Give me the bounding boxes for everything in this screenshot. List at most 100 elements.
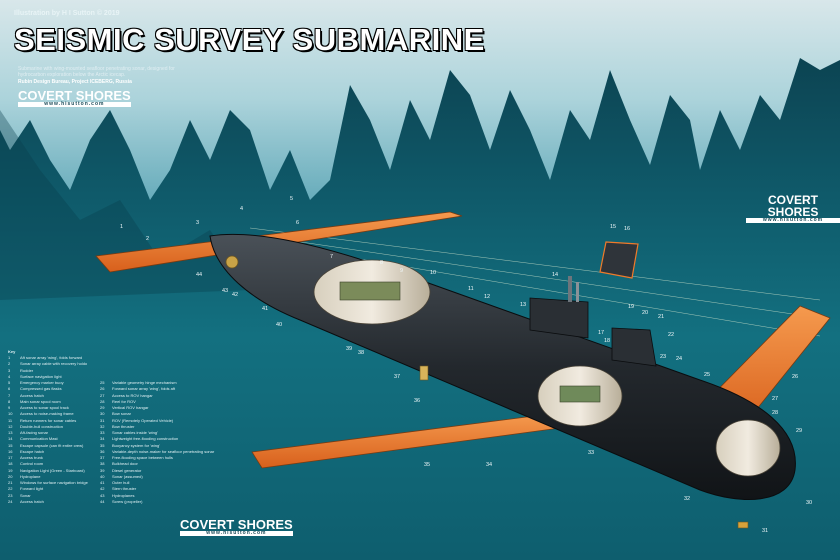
logo-name: COVERT SHORES [767,193,819,219]
callout-number: 19 [628,304,634,310]
callout-number: 2 [146,236,149,242]
callout-number: 41 [262,306,268,312]
callout-number: 8 [380,260,383,266]
key-number: 43 [100,492,105,498]
key-number: 3 [8,367,11,373]
key-text: Lightweight free-flooding construction [112,436,179,442]
key-text: Main sonar spool room [20,398,61,404]
key-number: 23 [8,492,13,498]
callout-number: 29 [796,428,802,434]
callout-number: 42 [232,292,238,298]
callout-number: 14 [552,272,558,278]
callout-number: 23 [660,354,666,360]
callout-number: 12 [484,294,490,300]
key-number: 7 [8,392,11,398]
callout-number: 5 [290,196,293,202]
callout-number: 35 [424,462,430,468]
logo-url: www.hisutton.com [746,218,840,223]
key-text: Vertical ROV hangar [112,405,149,410]
key-number: 33 [100,430,105,435]
callout-number: 10 [430,270,436,276]
key-text: Aft-facing sonar [20,430,49,435]
key-number: 31 [100,417,105,423]
key-text: Hydroplane [20,473,41,479]
key-text: Compressed gas flasks [20,386,62,392]
page-title: SEISMIC SURVEY SUBMARINE [14,22,485,57]
key-item: 25 Variable geometry hinge mechanism [100,380,214,386]
key-number: 27 [100,392,105,398]
key-text: Aft sonar array 'wing', folds forward [20,355,83,360]
key-text: Variable geometry hinge mechanism [112,380,177,385]
key-number: 8 [8,398,11,404]
callout-number: 17 [598,330,604,336]
key-number: 38 [100,461,105,467]
key-number: 32 [100,423,105,429]
key-number: 14 [8,436,13,442]
key-number: 44 [100,498,105,504]
key-number: 6 [8,386,11,392]
key-item: 13 Aft-facing sonar [8,430,88,436]
key-item: 8 Main sonar spool room [8,399,88,405]
logo-url: www.hisutton.com [18,102,131,107]
logo-url: www.hisutton.com [180,531,293,536]
callout-number: 39 [346,346,352,352]
key-text: Rudder [20,367,34,373]
key-text: Control room [20,461,44,467]
periscope-mast [576,282,579,302]
callout-number: 26 [792,374,798,380]
noise-maker [419,365,429,381]
key-heading: Key [8,349,16,354]
callout-number: 34 [486,462,492,468]
key-text: Hydroplanes [112,492,135,498]
key-text: Reel for ROV [112,398,136,404]
key-number: 26 [100,386,105,392]
covert-shores-logo-top: COVERT SHORES www.hisutton.com [18,89,131,107]
key-text: Access to noise-making frame [20,411,74,417]
callout-number: 44 [196,272,202,278]
key-text: Communication Mast [20,436,58,442]
key-text: Access to ROV hangar [112,392,153,398]
key-text: Bow sonar [112,411,131,417]
key-text: Access hatch [20,498,44,504]
key-number: 13 [8,430,13,435]
key-item: 6 Compressed gas flasks [8,386,88,392]
key-text: Escape capsule (can fit entire crew) [20,442,84,448]
key-number: 11 [8,417,13,423]
key-item: 27 Access to ROV hangar [100,393,214,399]
forward-sonar-wing [251,413,561,469]
callout-number: 7 [330,254,333,260]
callout-number: 9 [400,268,403,274]
rov [737,521,749,529]
key-number: 5 [8,380,11,385]
aft-machinery [339,281,401,301]
key-text: Forward light [20,486,44,492]
callout-number: 25 [704,372,710,378]
key-text: Access trunk [20,455,43,460]
callout-number: 28 [772,410,778,416]
key-item: 3 Rudder [8,368,88,374]
key-text: Access hatch [20,392,44,398]
key-number: 25 [100,380,105,385]
key-text: Sonar [20,492,31,498]
key-item: 14 Communication Mast [8,436,88,442]
callout-number: 24 [676,356,682,362]
key-text: Sonar cables inside 'wing' [112,430,158,435]
callout-number: 22 [668,332,674,338]
